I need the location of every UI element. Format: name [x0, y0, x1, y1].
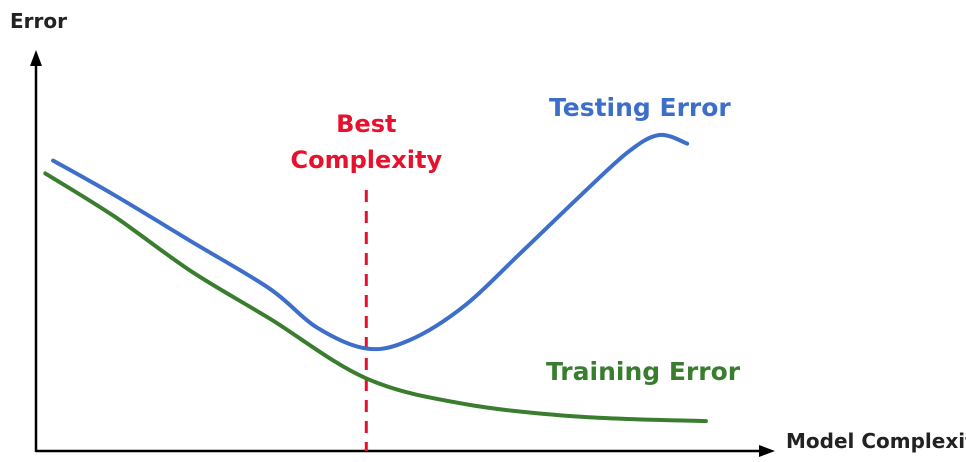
training-error-label: Training Error — [546, 357, 741, 386]
y-axis-arrow — [30, 50, 42, 66]
testing-error-line — [51, 132, 690, 352]
y-axis-label: Error — [10, 9, 67, 33]
x-axis-label: Model Complexity — [786, 429, 966, 453]
x-axis-arrow — [759, 445, 775, 457]
training-error-line — [43, 171, 708, 424]
best-complexity-label-line1: Best — [336, 110, 396, 138]
testing-error-label: Testing Error — [549, 93, 731, 122]
best-complexity-label-line2: Complexity — [290, 146, 442, 174]
